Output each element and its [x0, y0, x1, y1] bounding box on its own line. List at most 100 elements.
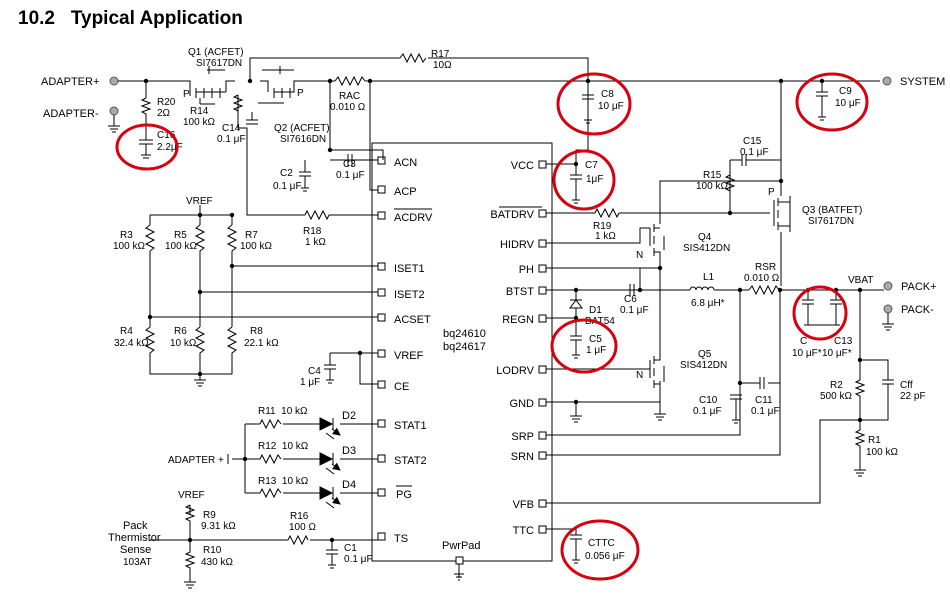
pin-label-acset: ACSET [394, 314, 431, 326]
c12-value: 10 μF* [792, 348, 822, 359]
c5-label: C5 [589, 334, 602, 345]
r6-label: R6 [174, 326, 187, 337]
pin-label-acn: ACN [394, 157, 417, 169]
pin-label-btst: BTST [506, 286, 534, 298]
c10-value: 0.1 μF [693, 406, 722, 417]
r9-label: R9 [203, 510, 216, 521]
c2-label: C2 [280, 168, 293, 179]
pin-vfb [538, 499, 547, 508]
port-system: SYSTEM [882, 76, 945, 88]
c13-label: C13 [834, 336, 853, 347]
c7-symbol [570, 174, 582, 204]
port-adapter-pos: ADAPTER+ [41, 76, 119, 88]
q1-label: Q1 (ACFET) [188, 47, 244, 58]
r5-value: 100 kΩ [165, 241, 197, 252]
ic-bq24610: bq24610 bq24617 ACN ACP ACDRV ISET1 ISET… [371, 142, 553, 581]
r18-symbol [304, 209, 330, 221]
pin-label-batdrv: BATDRV [490, 209, 534, 221]
r16-value: 100 Ω [289, 522, 316, 533]
r4-value: 32.4 kΩ [114, 338, 149, 349]
c6-label: C6 [624, 294, 637, 305]
r3-value: 100 kΩ [113, 241, 145, 252]
pin-label-srp: SRP [511, 431, 534, 443]
r14-label: R14 [190, 106, 209, 117]
highlight-c5 [550, 318, 618, 374]
r13-symbol [259, 487, 282, 499]
pin-batdrv [538, 209, 547, 218]
c8-value: 10 μF [598, 101, 624, 112]
c14-symbol [246, 112, 258, 125]
r9-symbol [184, 504, 196, 532]
highlight-c16 [115, 123, 179, 171]
r10-label: R10 [203, 545, 222, 556]
resistors [140, 52, 866, 578]
pin-label-ttc: TTC [513, 525, 534, 537]
rac-value: 0.010 Ω [330, 102, 366, 113]
c10-label: C10 [699, 395, 718, 406]
q1-pin-p: P [183, 89, 190, 100]
c3-symbol [347, 154, 353, 166]
adapter-plus-led-label: ADAPTER + [168, 455, 224, 466]
pin-label-vref: VREF [394, 350, 424, 362]
pin-label-vcc: VCC [511, 160, 534, 172]
c14-value: 0.1 μF [217, 134, 246, 145]
rac-symbol [334, 75, 366, 87]
mosfet-q5: N [636, 355, 665, 388]
c8-label: C8 [601, 89, 614, 100]
vref-label-top: VREF [186, 196, 213, 207]
q2-value: SI7616DN [280, 134, 326, 145]
r6-value: 10 kΩ [170, 338, 197, 349]
r2-label: R2 [830, 380, 843, 391]
c1-label: C1 [344, 543, 357, 554]
pin-btst [538, 286, 547, 295]
pin-acn [377, 156, 386, 165]
pin-lodrv [538, 365, 547, 374]
r7-label: R7 [245, 230, 258, 241]
r12-symbol [259, 453, 282, 465]
diode-d1 [569, 299, 583, 309]
r11-label: R11 10 kΩ [258, 406, 308, 417]
r16-symbol [287, 534, 309, 546]
q4-value: SIS412DN [683, 243, 730, 254]
pin-label-pg: PG [396, 489, 412, 501]
pin-label-stat2: STAT2 [394, 455, 427, 467]
pin-acdrv [377, 211, 386, 220]
pin-stat1 [377, 419, 386, 428]
capacitors [139, 91, 894, 569]
c8-symbol [582, 94, 594, 124]
highlight-circles [115, 72, 869, 581]
cff-value: 22 pF [900, 391, 926, 402]
r5-symbol [194, 224, 206, 255]
q3-value: SI7617DN [808, 216, 854, 227]
c11-symbol [759, 377, 765, 389]
pin-label-srn: SRN [511, 451, 534, 463]
mosfet-q1: P [180, 66, 235, 105]
port-system-label: SYSTEM [900, 76, 945, 88]
led-d4 [319, 486, 340, 508]
q5-value: SIS412DN [680, 360, 727, 371]
pin-vref [377, 349, 386, 358]
r17-symbol [399, 52, 427, 64]
pin-ce [377, 380, 386, 389]
pin-acset [377, 313, 386, 322]
c15-value: 0.1 μF [740, 147, 769, 158]
c2-value: 0.1 μF [273, 181, 302, 192]
r13-label: R13 10 kΩ [258, 476, 309, 487]
pin-label-acp: ACP [394, 186, 417, 198]
mosfet-q2: P [258, 66, 304, 104]
c12-symbol [802, 299, 814, 325]
r15-symbol [724, 174, 736, 192]
c3-label: C3 [343, 159, 356, 170]
r8-value: 22.1 kΩ [244, 338, 279, 349]
thermistor-line-2: Thermistor [108, 532, 161, 544]
vbat-label: VBAT [848, 275, 873, 286]
c15-symbol [741, 154, 760, 166]
pin-label-hidrv: HIDRV [500, 239, 535, 251]
port-adapter-pos-label: ADAPTER+ [41, 76, 99, 88]
pin-acp [377, 185, 386, 194]
r7-symbol [226, 224, 238, 255]
c9-symbol [816, 91, 828, 121]
r16-label: R16 [290, 511, 309, 522]
r20-symbol [140, 97, 152, 122]
